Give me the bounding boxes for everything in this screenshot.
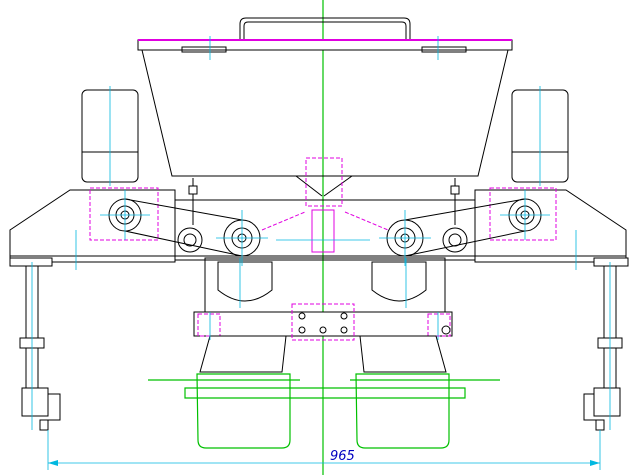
hopper-handle xyxy=(239,17,411,40)
frame-center xyxy=(174,199,476,261)
leg-left-foot-bracket xyxy=(21,387,49,417)
leg-right-cap xyxy=(593,257,629,267)
lower-housing xyxy=(204,257,446,315)
idler-pulley-left xyxy=(177,227,203,253)
hopper-body xyxy=(141,49,509,177)
belt-left xyxy=(124,198,243,257)
dimension-label: 965 xyxy=(330,449,355,464)
hopper-handle-inner xyxy=(243,21,407,40)
dim-arrow-right xyxy=(590,460,600,466)
leg-right-foot-bracket xyxy=(593,387,621,417)
idler-pulley-left-hub xyxy=(183,233,197,247)
leg-left-cap xyxy=(9,257,53,267)
hidden-housing-right xyxy=(489,187,557,241)
hidden-gearbox xyxy=(305,157,343,207)
bolt-3 xyxy=(298,326,306,334)
bolt-5 xyxy=(340,326,348,334)
nozzle-left xyxy=(199,335,287,373)
leg-right-foot xyxy=(595,419,605,431)
tray-flange xyxy=(184,387,466,399)
corner-bolt-right xyxy=(441,325,451,335)
bolt-4 xyxy=(319,326,327,334)
frame-right xyxy=(474,189,627,263)
bolt-2 xyxy=(340,312,348,320)
hopper-funnel-right xyxy=(323,175,353,197)
bolt-1 xyxy=(298,312,306,320)
hopper-funnel-left xyxy=(295,175,323,197)
tensioner-nut-left xyxy=(188,185,198,195)
tray-right xyxy=(355,373,450,449)
mounting-plate xyxy=(193,311,453,337)
tray-left xyxy=(196,373,291,449)
mount-block-left xyxy=(197,313,221,337)
idler-pulley-right xyxy=(442,227,468,253)
leg-left-foot xyxy=(39,419,49,431)
nozzle-right xyxy=(359,335,447,373)
hidden-diagonal-lines xyxy=(261,211,389,231)
belt-right xyxy=(404,198,526,257)
dim-arrow-left xyxy=(48,460,58,466)
mount-block-right xyxy=(427,313,451,337)
tensioner-nut-right xyxy=(450,185,460,195)
lower-cavity-right xyxy=(371,261,427,302)
frame-left xyxy=(9,189,176,263)
lower-cavity-left xyxy=(217,261,273,302)
leg-left-foot-clip xyxy=(40,393,61,421)
hidden-housing-left xyxy=(89,187,159,241)
center-lines xyxy=(31,36,611,430)
leg-right-foot-clip xyxy=(583,393,602,421)
hidden-shaft-block xyxy=(311,209,335,253)
hidden-bolt-pattern xyxy=(291,303,355,341)
